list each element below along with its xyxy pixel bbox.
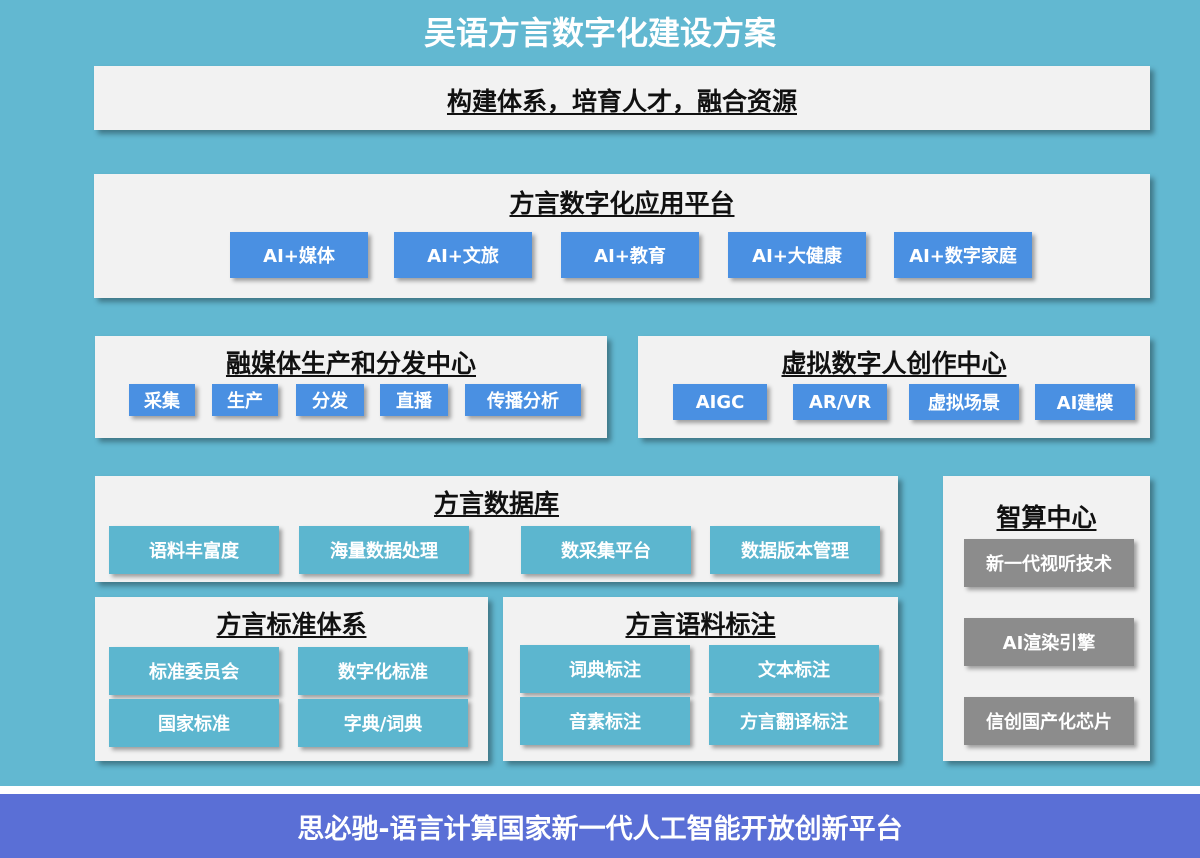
compute-center-title: 智算中心 — [996, 503, 1097, 532]
compute-item-chip: 信创国产化芯片 — [964, 697, 1134, 745]
standards-panel: 方言标准体系 标准委员会 数字化标准 国家标准 字典/词典 — [95, 597, 488, 761]
media-item-live: 直播 — [380, 384, 448, 416]
virtual-center-title: 虚拟数字人创作中心 — [781, 349, 1007, 378]
app-item-tourism: AI+文旅 — [394, 232, 532, 278]
app-platform-title: 方言数字化应用平台 — [509, 189, 735, 218]
main-title: 吴语方言数字化建设方案 — [423, 14, 776, 52]
standards-item-digital: 数字化标准 — [298, 647, 468, 695]
annotation-item-lexicon: 词典标注 — [520, 645, 690, 693]
database-panel: 方言数据库 语料丰富度 海量数据处理 数采集平台 数据版本管理 — [95, 476, 898, 582]
banner-text: 构建体系，培育人才，融合资源 — [446, 87, 797, 116]
app-item-education: AI+教育 — [561, 232, 699, 278]
virtual-item-modeling: AI建模 — [1035, 384, 1135, 420]
compute-item-av-tech: 新一代视听技术 — [964, 539, 1134, 587]
database-title: 方言数据库 — [433, 489, 559, 518]
database-item-richness: 语料丰富度 — [109, 526, 279, 574]
standards-item-dictionary: 字典/词典 — [298, 699, 468, 747]
virtual-item-scene: 虚拟场景 — [909, 384, 1019, 420]
annotation-item-translation: 方言翻译标注 — [709, 697, 879, 745]
virtual-item-aigc: AIGC — [673, 384, 767, 420]
standards-title: 方言标准体系 — [216, 610, 367, 639]
banner-panel: 构建体系，培育人才，融合资源 — [94, 66, 1150, 130]
standards-item-national: 国家标准 — [109, 699, 279, 747]
app-platform-panel: 方言数字化应用平台 AI+媒体 AI+文旅 AI+教育 AI+大健康 AI+数字… — [94, 174, 1150, 298]
database-item-collection: 数采集平台 — [521, 526, 691, 574]
media-item-analysis: 传播分析 — [465, 384, 581, 416]
app-item-health: AI+大健康 — [728, 232, 866, 278]
media-item-collect: 采集 — [129, 384, 195, 416]
compute-item-render-engine: AI渲染引擎 — [964, 618, 1134, 666]
database-item-processing: 海量数据处理 — [299, 526, 469, 574]
footer-banner: 思必驰-语言计算国家新一代人工智能开放创新平台 — [0, 794, 1200, 858]
app-item-home: AI+数字家庭 — [894, 232, 1032, 278]
media-item-distribute: 分发 — [296, 384, 364, 416]
virtual-center-panel: 虚拟数字人创作中心 AIGC AR/VR 虚拟场景 AI建模 — [638, 336, 1150, 438]
media-item-produce: 生产 — [212, 384, 278, 416]
compute-center-panel: 智算中心 新一代视听技术 AI渲染引擎 信创国产化芯片 — [943, 476, 1150, 761]
annotation-title: 方言语料标注 — [625, 610, 776, 639]
annotation-item-text: 文本标注 — [709, 645, 879, 693]
app-item-media: AI+媒体 — [230, 232, 368, 278]
media-center-panel: 融媒体生产和分发中心 采集 生产 分发 直播 传播分析 — [95, 336, 607, 438]
media-center-title: 融媒体生产和分发中心 — [225, 349, 476, 378]
virtual-item-arvr: AR/VR — [793, 384, 887, 420]
annotation-panel: 方言语料标注 词典标注 文本标注 音素标注 方言翻译标注 — [503, 597, 898, 761]
standards-item-committee: 标准委员会 — [109, 647, 279, 695]
annotation-item-phoneme: 音素标注 — [520, 697, 690, 745]
database-item-versioning: 数据版本管理 — [710, 526, 880, 574]
